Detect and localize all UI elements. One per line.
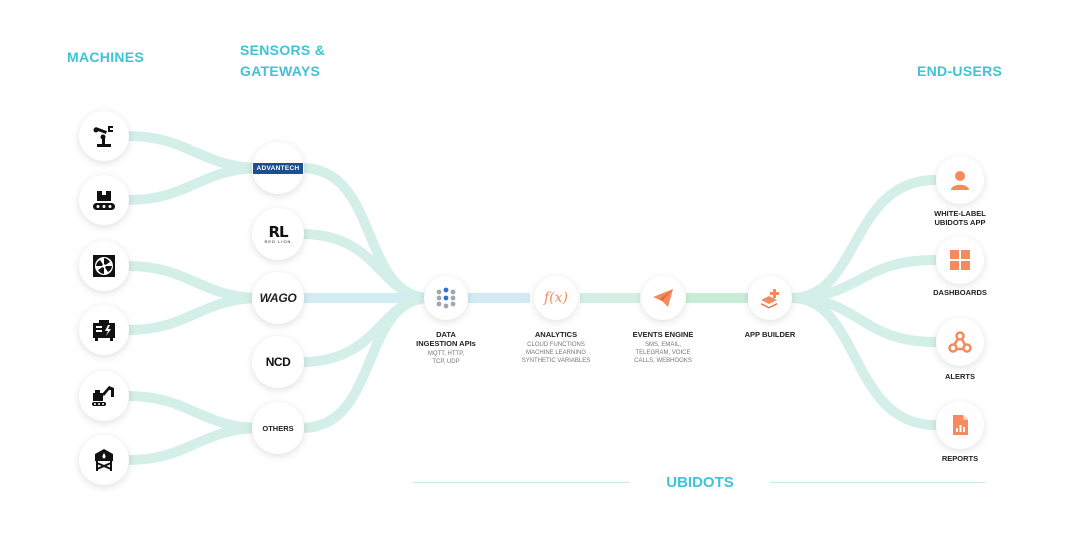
- stage-title: ANALYTICS: [534, 330, 578, 339]
- water-tower-icon: [95, 449, 113, 471]
- stage-title: DATA: [436, 330, 456, 339]
- ubidots-divider-right: [770, 482, 985, 483]
- flow-machine-5: [123, 391, 267, 433]
- robot-arm-icon: [93, 126, 113, 147]
- enduser-reports: [936, 401, 984, 449]
- stage-desc: SMS, EMAIL, TELEGRAM, VOICE CALLS, WEBHO…: [603, 341, 723, 365]
- enduser-reports-label: REPORTS: [941, 454, 979, 463]
- sensors-gateways-header: SENSORS & GATEWAYS: [240, 40, 325, 82]
- machine-conveyor: [79, 175, 129, 225]
- redlion-logo-mark: RL: [268, 222, 288, 241]
- ingestion-dots-icon: [436, 287, 456, 309]
- sensors-header-line2: GATEWAYS: [240, 63, 321, 79]
- flow-machine-2: [123, 163, 267, 205]
- flow-machine-4: [123, 293, 267, 335]
- generator-icon: [93, 320, 115, 341]
- flow-machine-6: [123, 423, 267, 465]
- stage-title-2: INGESTION APIs: [416, 339, 476, 348]
- stage-desc: CLOUD FUNCTIONS MACHINE LEARNING SYNTHET…: [496, 341, 616, 365]
- stage-desc-line: MQTT, HTTP,: [427, 351, 465, 357]
- stage-desc: MQTT, HTTP, TCP, UDP: [386, 350, 506, 366]
- enduser-label-line: WHITE-LABEL: [934, 209, 986, 218]
- others-label: OTHERS: [262, 423, 294, 433]
- stage-desc-line: SYNTHETIC VARIABLES: [521, 358, 591, 364]
- dashboard-grid-icon: [950, 250, 970, 270]
- wago-logo: WAGO: [259, 291, 297, 305]
- flow-machine-3: [123, 261, 267, 303]
- stage-analytics-label: ANALYTICS CLOUD FUNCTIONS MACHINE LEARNI…: [496, 330, 616, 365]
- paper-plane-icon: [653, 289, 673, 307]
- enduser-label-line: UBIDOTS APP: [934, 218, 986, 227]
- machine-water-tower: [79, 435, 129, 485]
- stage-title: EVENTS ENGINE: [632, 330, 694, 339]
- stage-desc-line: SMS, EMAIL,: [644, 342, 681, 348]
- end-users-header: END-USERS: [917, 63, 1003, 79]
- machines-header: MACHINES: [67, 49, 145, 65]
- function-icon: f(x): [543, 290, 568, 306]
- ncd-logo: NCD: [265, 355, 291, 369]
- fan-icon: [93, 255, 115, 277]
- ubidots-divider-left: [413, 482, 630, 483]
- stage-title: APP BUILDER: [744, 330, 796, 339]
- stage-data-ingestion-label: DATA INGESTION APIs MQTT, HTTP, TCP, UDP: [386, 330, 506, 366]
- enduser-alerts-label: ALERTS: [945, 372, 975, 381]
- machine-fan: [79, 241, 129, 291]
- gateway-redlion: RL RED LION: [252, 208, 304, 260]
- enduser-dashboards-label: DASHBOARDS: [933, 288, 987, 297]
- machine-excavator: [79, 371, 129, 421]
- machine-robot-arm: [79, 111, 129, 161]
- stage-events-engine-label: EVENTS ENGINE SMS, EMAIL, TELEGRAM, VOIC…: [603, 330, 723, 365]
- stage-desc-line: CALLS, WEBHOOKS: [634, 358, 692, 364]
- conveyor-box-icon: [93, 191, 115, 210]
- redlion-logo-text: RED LION: [264, 238, 292, 244]
- stage-data-ingestion: [424, 276, 468, 320]
- stage-app-builder-label: APP BUILDER: [710, 330, 830, 339]
- flow-gateway-others: [297, 293, 435, 433]
- sensors-header-line1: SENSORS &: [240, 42, 326, 58]
- redlion-logo: RL RED LION: [264, 222, 292, 244]
- webhook-icon: [948, 331, 972, 353]
- enduser-white-label-app-label: WHITE-LABEL UBIDOTS APP: [905, 209, 1015, 227]
- user-icon: [951, 171, 969, 190]
- layers-plus-icon: [761, 289, 779, 309]
- stage-desc-line: TCP, UDP: [432, 359, 460, 365]
- flow-machine-1: [123, 131, 267, 173]
- report-document-icon: [953, 415, 968, 435]
- flow-app-reports: [787, 293, 940, 430]
- enduser-dashboards: [936, 236, 984, 284]
- machine-generator: [79, 305, 129, 355]
- gateway-wago: WAGO: [252, 272, 304, 324]
- stage-analytics: f(x): [534, 276, 578, 320]
- gateway-advantech: ADVANTECH: [252, 142, 304, 194]
- excavator-icon: [92, 386, 114, 406]
- stage-app-builder: [748, 276, 792, 320]
- ubidots-brand-label: UBIDOTS: [666, 474, 734, 491]
- gateway-ncd: NCD: [252, 336, 304, 388]
- stage-desc-line: MACHINE LEARNING: [525, 350, 586, 356]
- stage-desc-line: CLOUD FUNCTIONS: [527, 342, 585, 348]
- stage-events-engine: [641, 276, 685, 320]
- enduser-alerts: [936, 318, 984, 366]
- stage-desc-line: TELEGRAM, VOICE: [635, 350, 691, 356]
- enduser-white-label-app: [936, 156, 984, 204]
- advantech-logo: ADVANTECH: [253, 162, 303, 174]
- gateway-others: OTHERS: [252, 402, 304, 454]
